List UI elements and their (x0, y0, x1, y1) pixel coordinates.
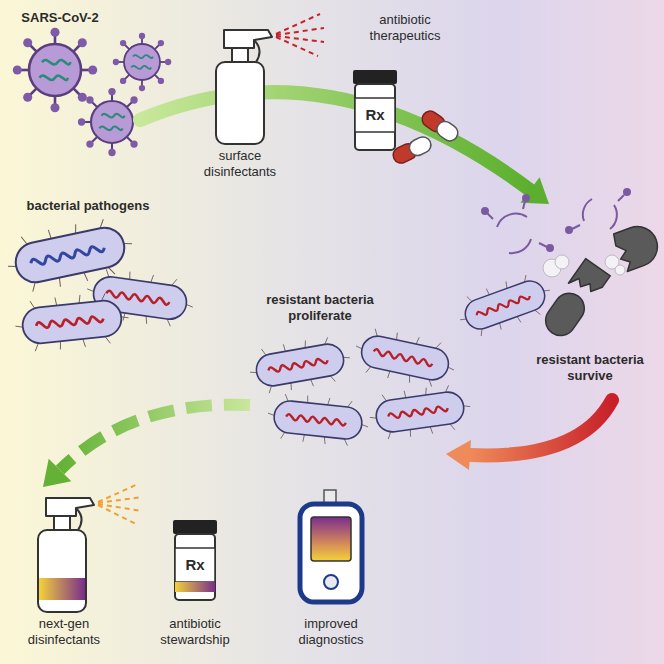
bacterium-icon (246, 333, 353, 396)
spray-bottle (216, 14, 324, 144)
diagnostic-meter (300, 490, 362, 602)
bacterium-icon (351, 325, 459, 391)
bottle-label: Rx (177, 556, 213, 575)
process-arrow (60, 405, 250, 470)
spray-bottle (38, 484, 142, 612)
caption-label: antibiotic stewardship (143, 616, 247, 649)
bacterium-icon (367, 382, 473, 442)
bacterium-icon (13, 290, 131, 354)
pill-bottle (353, 70, 397, 150)
process-arrow (140, 92, 530, 190)
caption-label: antibiotic therapeutics (357, 12, 453, 45)
capsule (419, 108, 461, 144)
caption-label: surface disinfectants (192, 148, 288, 181)
bacterium-icon (265, 392, 370, 449)
virus-icon (113, 33, 172, 92)
destroyed-pathogens (453, 189, 663, 342)
caption-label: next-gen disinfectants (12, 616, 116, 649)
pill-bottle (173, 520, 217, 600)
caption-label: resistant bacteria proliferate (245, 292, 395, 325)
caption-label: bacterial pathogens (3, 198, 173, 214)
bottle-label: Rx (357, 106, 393, 125)
caption-label: SARS-CoV-2 (5, 10, 115, 26)
arrow-head (446, 440, 471, 470)
caption-label: improved diagnostics (279, 616, 383, 649)
arrow-head (520, 177, 549, 204)
virus-icon (13, 28, 98, 113)
capsule (390, 134, 433, 165)
process-arrow (470, 400, 612, 455)
caption-label: resistant bacteria survive (525, 352, 655, 385)
arrow-head (43, 459, 71, 487)
